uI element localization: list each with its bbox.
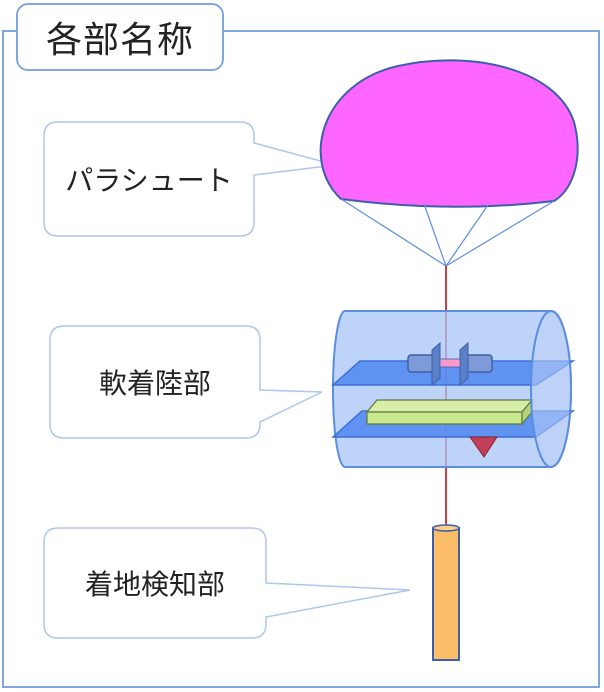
title-box: 各部名称 <box>16 3 224 71</box>
bracket-left <box>431 341 441 387</box>
landing-unit <box>331 310 576 468</box>
label-ground-detector: 着地検知部 <box>84 568 225 601</box>
ground-detector-rod <box>432 527 460 661</box>
cylinder-end <box>530 310 572 468</box>
shaft <box>439 358 461 368</box>
callout-ground-detector <box>43 527 411 639</box>
label-landing-part: 軟着陸部 <box>98 367 211 400</box>
page-title: 各部名称 <box>45 20 194 61</box>
circuit-board-top <box>365 399 534 413</box>
outer-frame <box>2 30 600 688</box>
callout-parachute <box>43 121 336 237</box>
bracket-right <box>459 341 469 387</box>
parachute-canopy <box>319 59 579 208</box>
circuit-board-front <box>366 411 523 425</box>
parachute-lines <box>340 198 555 267</box>
sensor-cone <box>469 436 498 458</box>
label-parachute: パラシュート <box>65 164 233 197</box>
bearing-right <box>465 354 493 373</box>
callout-landing-part <box>49 325 323 439</box>
bearing-left <box>407 354 435 373</box>
rod-top <box>432 524 460 532</box>
